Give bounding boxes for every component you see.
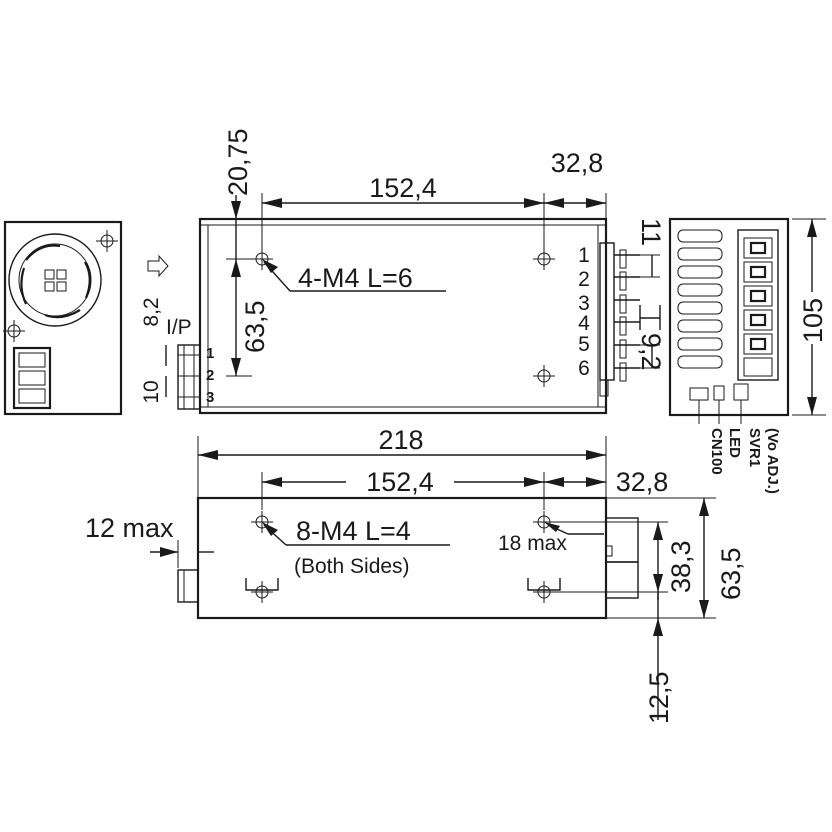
mount-hole-icon [250, 580, 274, 604]
dim-input-a: 8,2 [140, 297, 163, 326]
top-mount-label: 4-M4 L=6 [298, 263, 413, 293]
dim-right-depth: 18 max [498, 532, 567, 555]
output-end-view: CN100 LED SVR1 (Vo ADJ.) 105 [668, 217, 828, 494]
dim-top-hole-vertical: 63,5 [240, 300, 270, 353]
heat-sink-fins-icon [677, 229, 723, 369]
cn100-connector-icon [689, 387, 709, 401]
cn100-label: CN100 [708, 428, 725, 475]
input-connector-side: I/P 8,2 10 1 2 3 [140, 297, 214, 410]
dim-output-height: 105 [798, 298, 828, 343]
output-pin-label: 5 [578, 333, 590, 356]
dim-top-holes-width: 152,4 [369, 173, 437, 203]
mount-hole-icon [532, 247, 556, 271]
terminal-block-icon [737, 229, 779, 381]
output-pin-label: 1 [578, 244, 590, 267]
output-pin-label: 6 [578, 357, 590, 380]
output-pin-label: 2 [578, 268, 590, 291]
dim-side-inner-height: 38,3 [666, 540, 696, 593]
mount-hole-icon [95, 229, 119, 253]
input-label: I/P [166, 316, 192, 339]
fan-icon [8, 233, 102, 327]
mount-hole-icon [532, 364, 556, 388]
input-connector-icon [12, 346, 52, 410]
dim-side-right-offset: 32,8 [616, 467, 669, 497]
input-connector-profile-icon [177, 569, 199, 603]
input-pin-label: 3 [206, 389, 214, 406]
side-mount-label: 8-M4 L=4 [296, 516, 411, 546]
side-mount-note: (Both Sides) [294, 555, 410, 578]
output-terminal-side-icon [599, 242, 640, 397]
fan-end-view [2, 220, 123, 416]
top-view: 152,4 32,8 20,75 63,5 4-M4 L=6 1 2 3 4 5… [198, 128, 666, 415]
dim-top-right-offset: 32,8 [551, 148, 604, 178]
side-view: 218 152,4 32,8 8-M4 L=4 (Both Sides) [85, 425, 746, 724]
led-icon [713, 385, 725, 401]
dim-side-total-height: 63,5 [716, 547, 746, 600]
mount-hole-icon [2, 319, 26, 343]
dim-output-gap: 9,2 [636, 333, 666, 371]
dim-total-length: 218 [378, 425, 423, 455]
dim-input-b: 10 [140, 380, 163, 403]
dim-output-pitch: 11 [636, 218, 666, 246]
output-pin-label: 3 [578, 292, 590, 315]
view-direction-arrow-icon [147, 254, 169, 278]
dim-side-holes-width: 152,4 [366, 467, 434, 497]
dim-bottom-offset: 12,5 [644, 671, 674, 724]
svr1-label: SVR1 [746, 428, 763, 467]
svr1-icon [733, 383, 749, 401]
vo-adj-label: (Vo ADJ.) [764, 428, 781, 494]
input-pin-label: 2 [206, 367, 214, 384]
dim-top-edge-offset: 20,75 [223, 128, 253, 196]
output-terminal-profile-icon [605, 517, 639, 599]
input-pin-label: 1 [206, 345, 214, 362]
output-pin-label: 4 [578, 312, 590, 335]
dim-left-depth: 12 max [85, 513, 174, 543]
led-label: LED [726, 428, 743, 458]
